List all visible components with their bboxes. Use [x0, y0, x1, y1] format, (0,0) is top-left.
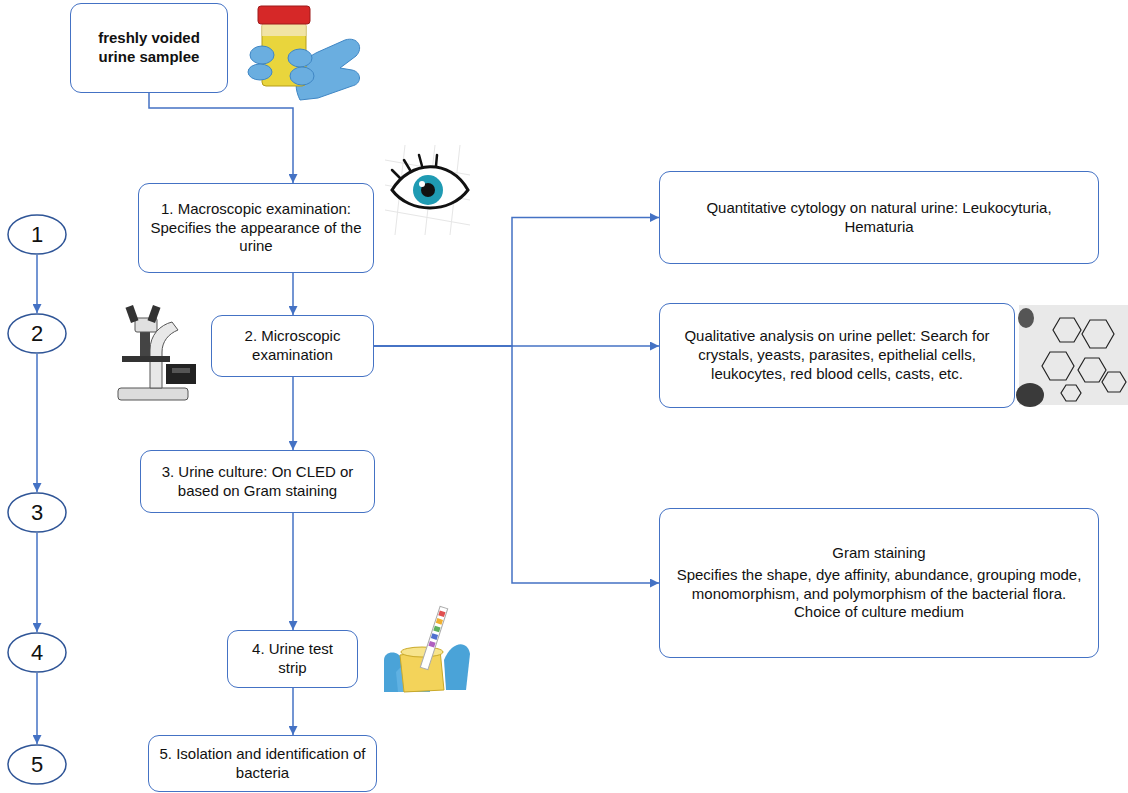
microscope-photo — [118, 305, 196, 400]
process-box: 3. Urine culture: On CLED or based on Gr… — [140, 450, 375, 513]
flow-arrow — [149, 93, 293, 183]
step-number: 2 — [7, 313, 67, 354]
flow-arrow — [292, 377, 294, 450]
step-number: 5 — [7, 744, 67, 785]
process-box: 5. Isolation and identification of bacte… — [148, 735, 377, 792]
sample-bottle-photo — [248, 6, 360, 100]
node-text: 4. Urine test strip — [238, 640, 347, 678]
node-text: freshly voided urine samplee — [81, 29, 217, 67]
sample-box: freshly voided urine samplee — [70, 3, 228, 93]
node-text: 2. Microscopic examination — [222, 327, 363, 365]
ellipse-shape — [8, 215, 66, 254]
flow-arrow — [292, 688, 294, 735]
step-number-text: 5 — [31, 754, 43, 776]
step-number-text: 3 — [31, 502, 43, 524]
process-box: 1. Macroscopic examination: Specifies th… — [138, 183, 374, 273]
test-strip-photo — [384, 606, 470, 692]
ellipse-shape — [8, 493, 66, 532]
eye-icon — [385, 145, 470, 235]
node-text: 5. Isolation and identification of bacte… — [159, 745, 366, 783]
flow-arrow — [374, 346, 659, 583]
step-number-text: 4 — [31, 642, 43, 664]
flow-arrow — [36, 354, 38, 492]
ellipse-shape — [8, 314, 66, 353]
step-number: 3 — [7, 492, 67, 533]
flow-arrow — [36, 533, 38, 632]
detail-box: Qualitative analysis on urine pellet: Se… — [659, 303, 1015, 408]
detail-box: Gram stainingSpecifies the shape, dye af… — [659, 508, 1099, 658]
node-text: Gram staining — [832, 544, 925, 563]
crystals-micrograph — [1016, 305, 1128, 407]
node-text: 1. Macroscopic examination: Specifies th… — [149, 200, 363, 256]
node-text: Qualitative analysis on urine pellet: Se… — [670, 327, 1004, 383]
flow-arrow — [374, 218, 659, 347]
step-number-text: 1 — [31, 224, 43, 246]
node-text: Specifies the shape, dye affinity, abund… — [670, 566, 1088, 622]
node-text: 3. Urine culture: On CLED or based on Gr… — [151, 463, 364, 501]
detail-box: Quantitative cytology on natural urine: … — [659, 171, 1099, 264]
flow-arrow — [36, 673, 38, 744]
flow-arrow — [292, 513, 294, 630]
flow-arrow — [292, 273, 294, 315]
node-text: Quantitative cytology on natural urine: … — [670, 199, 1088, 237]
step-number: 1 — [7, 214, 67, 255]
process-box: 4. Urine test strip — [227, 630, 358, 688]
ellipse-shape — [8, 633, 66, 672]
ellipse-shape — [8, 745, 66, 784]
flow-arrow — [36, 255, 38, 313]
step-number-text: 2 — [31, 323, 43, 345]
step-number: 4 — [7, 632, 67, 673]
process-box: 2. Microscopic examination — [211, 315, 374, 377]
